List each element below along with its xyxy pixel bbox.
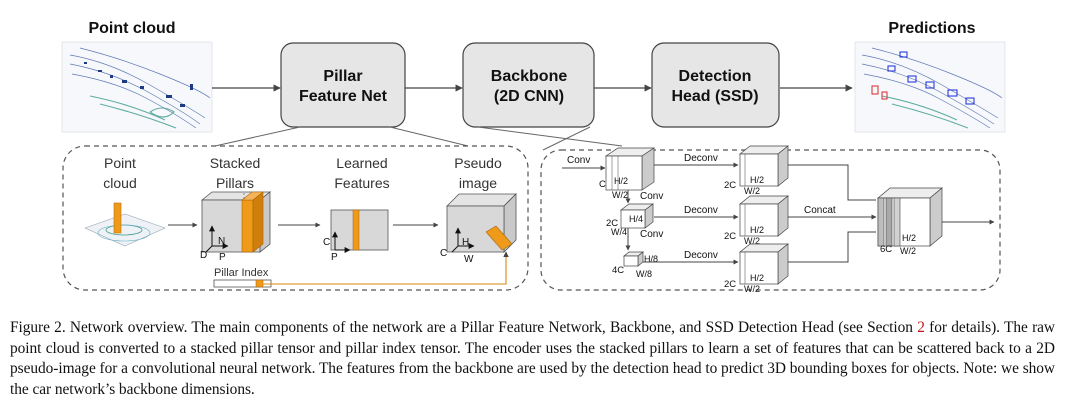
svg-text:cloud: cloud [103, 175, 136, 191]
zoom-connectors [214, 126, 623, 151]
svg-text:H/2: H/2 [750, 273, 764, 283]
svg-text:H/4: H/4 [629, 214, 643, 224]
svg-text:2C: 2C [724, 279, 736, 290]
pillar-feature-net-box: Pillar Feature Net [280, 42, 406, 128]
svg-text:Deconv: Deconv [684, 153, 718, 164]
svg-text:W/2: W/2 [744, 236, 760, 246]
svg-text:4C: 4C [612, 265, 624, 276]
svg-text:Features: Features [334, 175, 389, 191]
pfn-stage-labels: Point cloud Stacked Pillars Learned Feat… [103, 155, 502, 191]
svg-text:H/2: H/2 [750, 225, 764, 235]
svg-text:W/8: W/8 [636, 269, 652, 279]
point-cloud-title: Point cloud [88, 20, 175, 37]
svg-text:H/2: H/2 [614, 176, 628, 186]
svg-text:Backbone: Backbone [491, 68, 568, 85]
pillar-point-cloud-icon [84, 202, 166, 247]
svg-text:Detection: Detection [679, 68, 752, 85]
backbone-box: Backbone (2D CNN) [462, 42, 595, 128]
svg-text:(2D CNN): (2D CNN) [494, 88, 564, 105]
svg-text:Pillars: Pillars [216, 175, 254, 191]
point-cloud-image [61, 41, 213, 133]
backbone-blocks: Conv C H/2 W/2 Conv 2C H/4 W/4 Conv 4C H… [562, 145, 995, 294]
predictions-title: Predictions [888, 20, 975, 37]
svg-text:Conv: Conv [567, 155, 590, 166]
svg-text:H/8: H/8 [644, 254, 658, 264]
svg-text:H: H [462, 237, 469, 248]
svg-text:N: N [218, 236, 225, 247]
pfn-detail-panel [62, 145, 529, 291]
svg-text:Learned: Learned [336, 155, 387, 171]
svg-text:Pillar Index: Pillar Index [214, 267, 269, 279]
svg-text:W/2: W/2 [744, 186, 760, 196]
svg-text:C: C [599, 179, 606, 190]
svg-text:C: C [323, 237, 330, 248]
svg-text:6C: 6C [880, 244, 892, 255]
svg-text:image: image [459, 175, 497, 191]
section-reference-link[interactable]: 2 [917, 319, 925, 336]
svg-text:Deconv: Deconv [684, 205, 718, 216]
svg-text:P: P [331, 252, 338, 263]
svg-text:P: P [219, 252, 226, 263]
stacked-pillars-tensor: N D P [200, 191, 272, 263]
figure-caption: Figure 2. Network overview. The main com… [10, 318, 1055, 400]
svg-text:Feature Net: Feature Net [299, 88, 388, 105]
pillar-index-bar: Pillar Index [213, 251, 509, 288]
svg-text:Deconv: Deconv [684, 250, 718, 261]
predictions-image [854, 41, 1006, 133]
network-overview-figure: Point cloud Predictions [61, 20, 1006, 294]
svg-text:H/2: H/2 [750, 175, 764, 185]
svg-text:C: C [440, 248, 447, 259]
svg-text:Pseudo: Pseudo [454, 155, 502, 171]
svg-text:Conv: Conv [640, 229, 663, 240]
pseudo-image-tensor: C H W [440, 193, 517, 265]
svg-text:W/2: W/2 [744, 284, 760, 294]
detection-head-box: Detection Head (SSD) [651, 42, 780, 128]
svg-text:W/4: W/4 [611, 227, 627, 237]
svg-text:W: W [464, 254, 474, 265]
svg-text:W/2: W/2 [900, 246, 916, 256]
svg-text:2C: 2C [724, 180, 736, 191]
svg-text:Conv: Conv [640, 191, 663, 202]
svg-text:Head (SSD): Head (SSD) [671, 88, 758, 105]
svg-text:Concat: Concat [804, 205, 836, 216]
svg-text:Stacked: Stacked [210, 155, 261, 171]
caption-text-part2: for details). The raw point cloud is con… [10, 319, 1055, 398]
svg-text:H/2: H/2 [902, 233, 916, 243]
svg-text:Point: Point [104, 155, 136, 171]
svg-text:2C: 2C [724, 231, 736, 242]
svg-text:Pillar: Pillar [323, 68, 362, 85]
svg-text:W/2: W/2 [612, 190, 628, 200]
svg-text:2C: 2C [606, 218, 618, 229]
caption-text-part1: Figure 2. Network overview. The main com… [10, 319, 918, 336]
learned-features-tensor: C P [323, 209, 389, 263]
svg-text:D: D [200, 250, 207, 261]
